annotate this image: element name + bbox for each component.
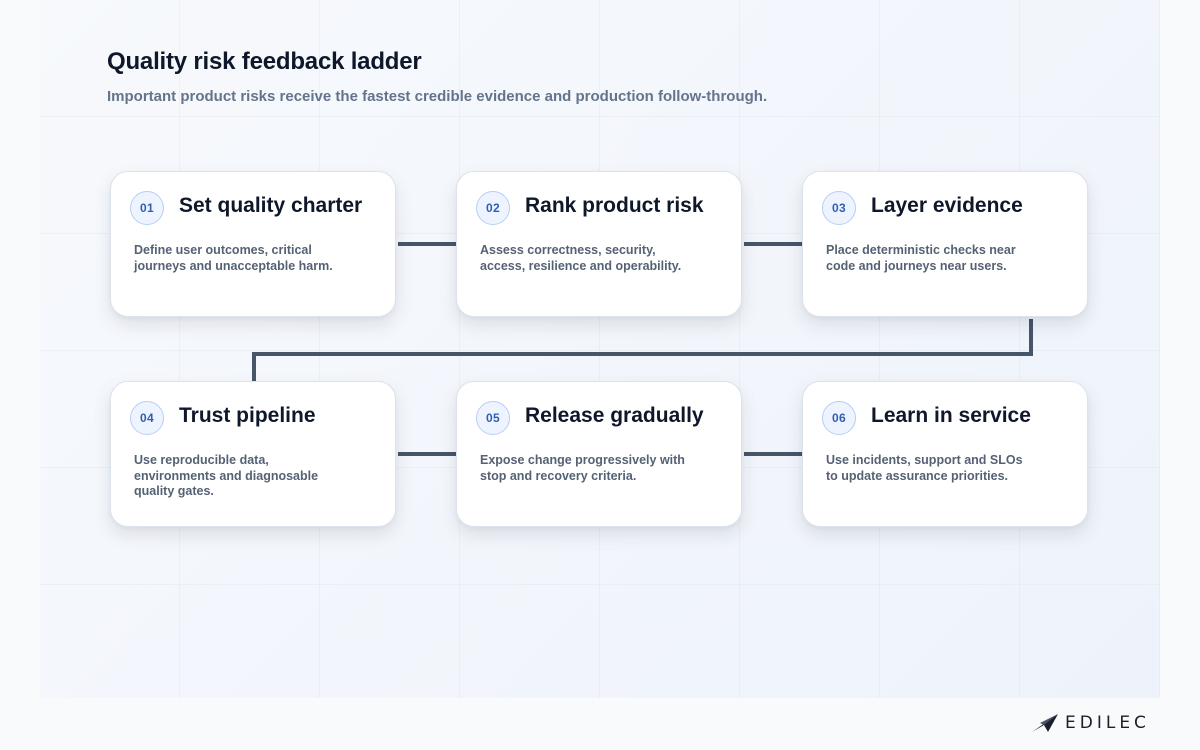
step-card-03: 03 Layer evidence Place deterministic ch… [802,171,1088,317]
step-number-badge: 04 [130,401,164,435]
step-number-badge: 02 [476,191,510,225]
step-title: Learn in service [871,404,1031,427]
page-subtitle: Important product risks receive the fast… [107,88,768,105]
step-description: Assess correctness, security, access, re… [480,243,682,273]
paper-plane-logo-icon [1032,714,1058,732]
step-number-badge: 03 [822,191,856,225]
step-number-badge: 05 [476,401,510,435]
step-title: Set quality charter [179,194,363,217]
step-title: Release gradually [525,404,704,427]
step-title: Rank product risk [525,194,704,217]
step-card-04: 04 Trust pipeline Use reproducible data,… [110,381,396,527]
step-title: Layer evidence [871,194,1023,217]
step-description: Expose change progressively with stop an… [480,453,685,483]
background-panel [40,0,1160,698]
step-description: Define user outcomes, critical journeys … [134,243,333,273]
step-number-badge: 06 [822,401,856,435]
step-card-05: 05 Release gradually Expose change progr… [456,381,742,527]
step-description: Use incidents, support and SLOs to updat… [826,453,1023,483]
step-description: Place deterministic checks near code and… [826,243,1016,273]
step-description: Use reproducible data, environments and … [134,453,319,498]
step-title: Trust pipeline [179,404,316,427]
page-title: Quality risk feedback ladder [107,48,422,75]
step-number-badge: 01 [130,191,164,225]
step-card-01: 01 Set quality charter Define user outco… [110,171,396,317]
step-card-06: 06 Learn in service Use incidents, suppo… [802,381,1088,527]
brand-name: EDILEC [1065,713,1150,733]
step-card-02: 02 Rank product risk Assess correctness,… [456,171,742,317]
brand-logo: EDILEC [1031,711,1150,735]
connector-03-04 [252,319,1033,381]
